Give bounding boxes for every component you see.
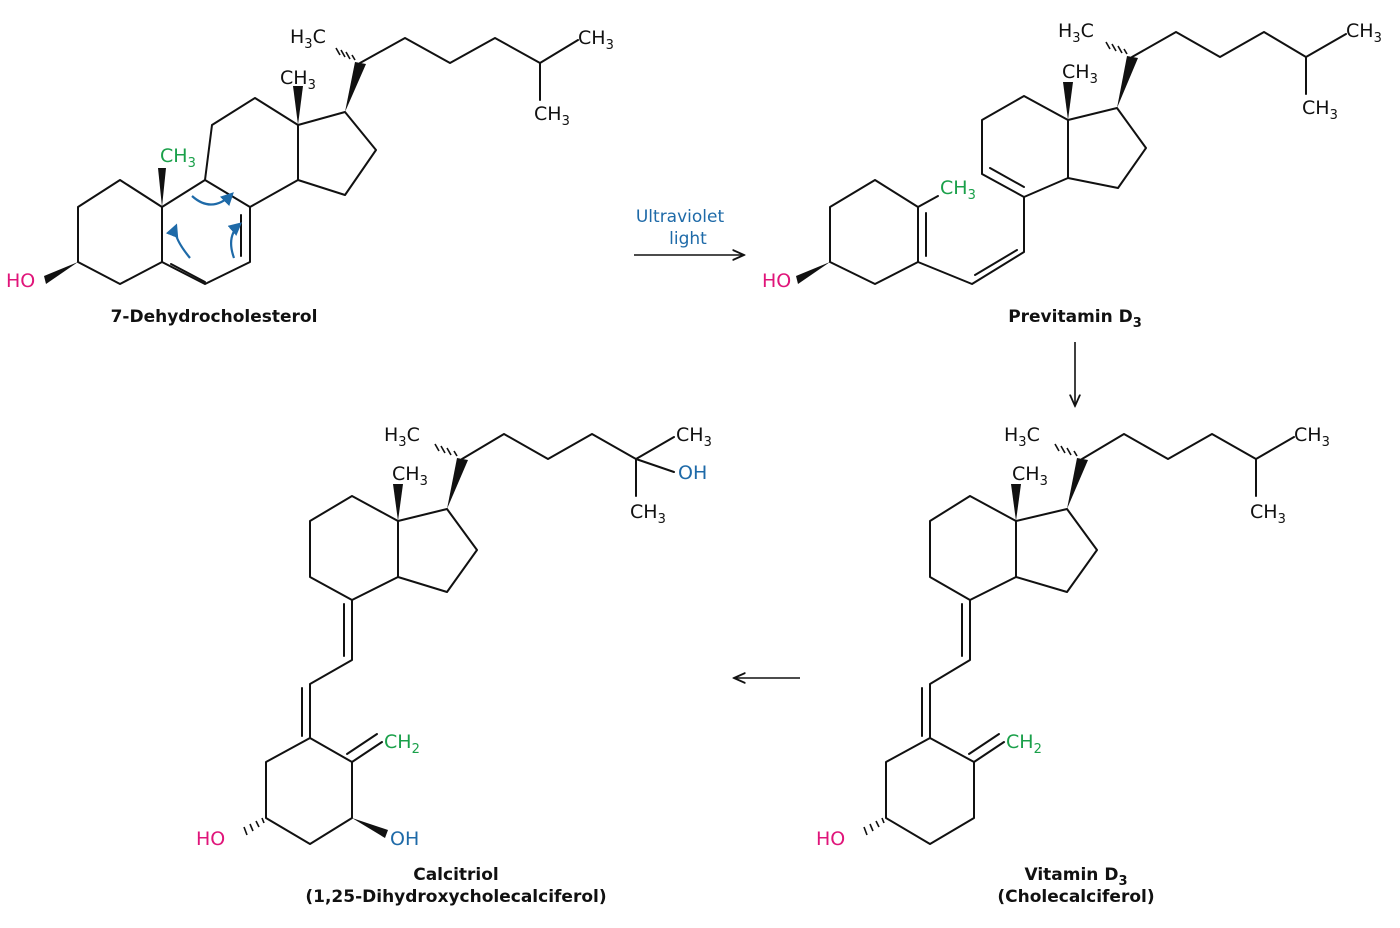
curved-arrow-right <box>227 222 243 259</box>
reaction-arrow-uv: Ultraviolet light <box>634 207 744 255</box>
side-chain-wedge <box>447 458 468 509</box>
ho-wedge <box>44 262 78 284</box>
ho-wedge <box>796 262 830 284</box>
name-dihydroxycholecalciferol: (1,25-Dihydroxycholecalciferol) <box>305 887 606 907</box>
ch3-end1-label: CH3 <box>578 27 614 53</box>
ring-c <box>981 95 1069 198</box>
ch3-end2-label: CH3 <box>630 501 666 527</box>
side-chain <box>359 37 579 64</box>
ch2-label: CH2 <box>384 731 420 757</box>
molecule-calcitriol: HO OH CH2 CH3 H3C CH3 OH CH3 Calcitriol … <box>196 424 712 907</box>
ring-d <box>1015 508 1098 593</box>
side-chain-hash <box>1105 41 1128 55</box>
ring-b <box>161 179 251 285</box>
ring-b-double-c5 <box>170 263 206 283</box>
methyl-wedge-c10 <box>158 168 166 207</box>
side-chain-hash <box>335 47 356 61</box>
oh-wedge <box>352 818 388 838</box>
methyl-bond-green <box>917 195 939 208</box>
h3c-side-label: H3C <box>384 424 420 450</box>
ho-left-label: HO <box>196 828 225 850</box>
exo-methylene <box>351 741 383 763</box>
molecule-previtamin-d3: HO CH3 CH3 H3C CH3 CH3 Previtamin D3 <box>762 20 1382 331</box>
side-chain-wedge <box>345 62 366 112</box>
ring-d <box>397 508 478 593</box>
triene-double <box>974 249 1018 276</box>
ho-label: HO <box>762 270 791 292</box>
side-chain <box>461 433 675 460</box>
molecule-vitamin-d3: HO CH2 CH3 H3C CH3 CH3 Vitamin D3 (Chole… <box>816 424 1330 907</box>
h3c-side-label: H3C <box>1058 20 1094 46</box>
name-cholecalciferol: (Cholecalciferol) <box>997 887 1154 907</box>
diene-linker <box>929 599 971 739</box>
curved-arrow-top <box>191 192 234 207</box>
ring-d <box>297 111 377 196</box>
molecule-7-dehydrocholesterol: HO CH3 CH3 H3C CH3 CH3 7-Dehydrocholeste… <box>6 26 614 327</box>
ch3-end1-label: CH3 <box>1346 20 1382 46</box>
name-previtamin-d3: Previtamin D3 <box>1008 307 1142 331</box>
methyl-wedge <box>1063 82 1073 120</box>
curved-arrow-left <box>165 223 191 259</box>
oh-right-label: OH <box>390 828 419 850</box>
ring-c-double <box>989 167 1025 188</box>
ch3-end2-label: CH3 <box>1250 501 1286 527</box>
side-chain <box>1081 433 1295 460</box>
ch3-ring-label: CH3 <box>1062 61 1098 87</box>
side-chain-wedge <box>1067 458 1088 509</box>
ch3-end1-label: CH3 <box>676 424 712 450</box>
exo-methylene-2 <box>968 733 1000 755</box>
ring-c <box>929 495 1017 601</box>
methyl-wedge <box>1011 484 1021 521</box>
h3c-side-label: H3C <box>290 26 326 52</box>
ch3-end2-label: CH3 <box>534 103 570 129</box>
ring-a <box>265 737 353 845</box>
ch3-ring-c-label: CH3 <box>280 67 316 93</box>
diene-linker <box>309 599 353 739</box>
exo-methylene <box>973 741 1005 763</box>
condition-line2: light <box>669 229 707 249</box>
ch3-green-label: CH3 <box>160 145 196 171</box>
side-chain-oh-bond <box>635 458 675 473</box>
ring-a <box>829 179 919 285</box>
ch3-ring-label: CH3 <box>392 463 428 489</box>
ring-d <box>1067 107 1147 189</box>
ho-hash <box>863 817 885 836</box>
methyl-wedge-c13 <box>293 86 303 125</box>
ch2-label: CH2 <box>1006 731 1042 757</box>
exo-methylene-2 <box>346 733 378 755</box>
ring-c <box>309 495 399 601</box>
side-chain-hash <box>434 443 458 457</box>
ho-hash <box>243 817 265 836</box>
oh-end-label: OH <box>678 462 707 484</box>
ch3-ring-label: CH3 <box>1012 463 1048 489</box>
side-chain-hash <box>1054 443 1078 457</box>
h3c-side-label: H3C <box>1004 424 1040 450</box>
triene-chain <box>917 196 1025 285</box>
name-7-dehydrocholesterol: 7-Dehydrocholesterol <box>111 307 318 327</box>
name-calcitriol: Calcitriol <box>413 865 499 885</box>
methyl-wedge <box>393 484 403 521</box>
ch3-green-label: CH3 <box>940 177 976 203</box>
ch3-end1-label: CH3 <box>1294 424 1330 450</box>
ho-label: HO <box>6 270 35 292</box>
name-vitamin-d3: Vitamin D3 <box>1024 865 1127 889</box>
ch3-end2-label: CH3 <box>1302 97 1338 123</box>
side-chain-wedge <box>1117 56 1138 108</box>
side-chain <box>1131 31 1347 58</box>
ring-a <box>885 737 975 845</box>
ho-label: HO <box>816 828 845 850</box>
ring-c <box>204 97 299 208</box>
condition-line1: Ultraviolet <box>636 207 725 227</box>
ring-a <box>77 179 163 285</box>
